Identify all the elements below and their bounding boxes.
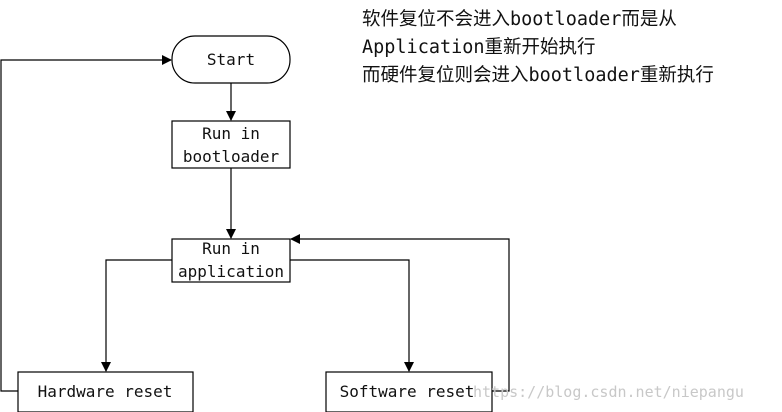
note-line-3: 而硬件复位则会进入bootloader重新执行	[362, 65, 714, 86]
annotation-note: 软件复位不会进入bootloader而是从 Application重新开始执行而硬…	[362, 6, 714, 90]
hardware-reset-label: Hardware reset	[38, 382, 173, 401]
start-label: Start	[207, 50, 255, 69]
application-label-line1: Run in	[202, 239, 260, 258]
arrow-application-to-hardware-reset	[101, 259, 172, 372]
hardware-reset-node: Hardware reset	[17, 371, 194, 412]
application-node: Run in application	[171, 238, 291, 283]
note-line-1: 软件复位不会进入bootloader而是从	[362, 9, 677, 30]
application-label-line2: application	[178, 262, 284, 281]
bootloader-label-line1: Run in	[202, 124, 260, 143]
arrow-software-reset-to-application	[290, 234, 510, 392]
watermark: https://blog.csdn.net/niepangu	[473, 383, 744, 401]
software-reset-label: Software reset	[340, 382, 475, 401]
software-reset-node: Software reset	[325, 371, 493, 412]
bootloader-label-line2: bootloader	[183, 147, 280, 166]
note-line-2: Application重新开始执行	[362, 37, 596, 58]
start-node: Start	[171, 35, 291, 84]
arrow-application-to-software-reset	[290, 259, 414, 372]
bootloader-node: Run in bootloader	[171, 120, 291, 169]
arrow-hardware-reset-to-start	[0, 55, 172, 392]
